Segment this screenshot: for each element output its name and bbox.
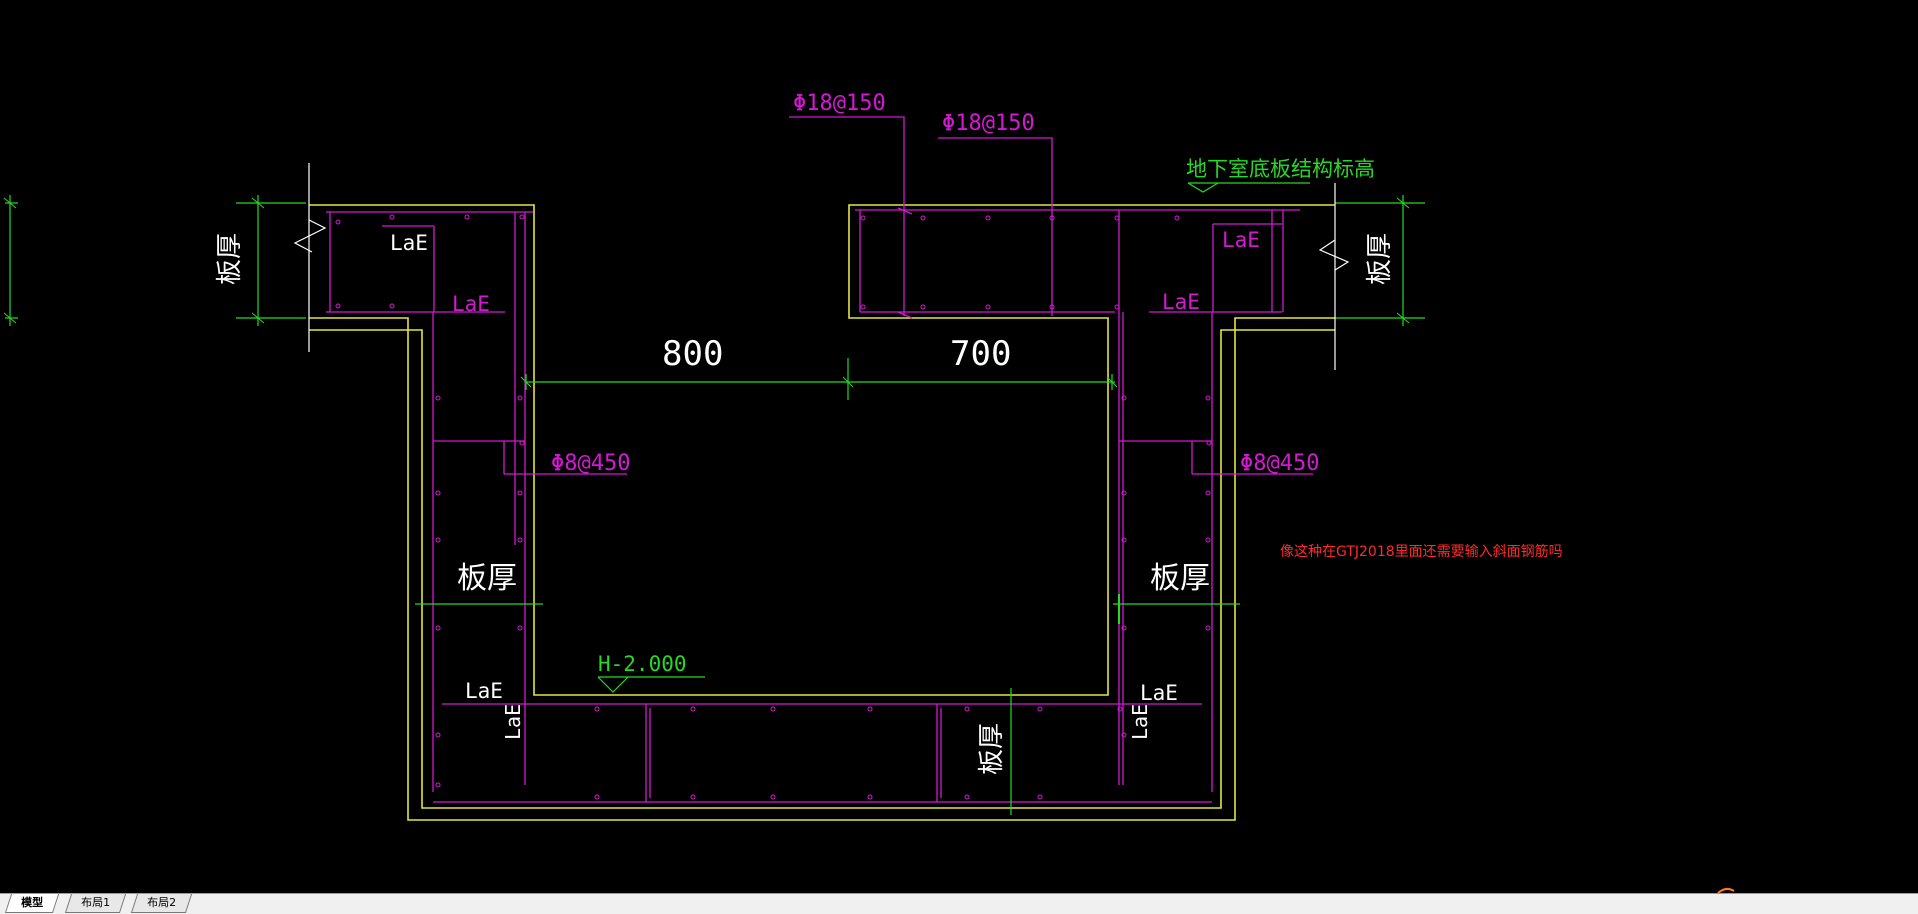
slab-thickness-left-wall: 板厚 — [457, 561, 517, 596]
anchor-label-vertical-right: LaE — [1128, 704, 1152, 740]
stirrup-label-left: Φ8@450 — [551, 451, 630, 476]
tab-layout-2[interactable]: 布局2 — [130, 894, 193, 913]
dimension-700: 700 — [950, 334, 1011, 374]
rebar-dots — [335, 214, 1212, 800]
rebar-label-top-left: Φ18@150 — [793, 91, 886, 116]
anchor-label-4: LaE — [1162, 290, 1200, 314]
cad-drawing-canvas[interactable]: Φ18@150 Φ18@150 地下室底板结构标高 800 700 Φ8@450… — [0, 0, 1918, 893]
dimension-lines — [5, 182, 1425, 815]
slab-thickness-bottom: 板厚 — [977, 723, 1007, 775]
slab-thickness-left-dim: 板厚 — [215, 233, 245, 285]
dimension-ticks — [3, 197, 1410, 388]
anchor-label-5: LaE — [465, 679, 503, 703]
concrete-outline — [309, 204, 1335, 821]
rebar-label-top-right: Φ18@150 — [942, 111, 1035, 136]
dimension-800: 800 — [662, 334, 723, 374]
stirrup-label-right: Φ8@450 — [1240, 451, 1319, 476]
anchor-label-6: LaE — [1140, 681, 1178, 705]
tab-model[interactable]: 模型 — [4, 894, 60, 913]
slab-thickness-right-dim: 板厚 — [1365, 233, 1395, 285]
anchor-label-1: LaE — [390, 231, 428, 255]
anchor-label-2: LaE — [452, 292, 490, 316]
rebar-layout — [326, 116, 1313, 803]
slab-thickness-right-wall: 板厚 — [1150, 561, 1210, 596]
cursor-mark — [1717, 887, 1735, 893]
tab-layout-1[interactable]: 布局1 — [64, 894, 127, 913]
break-lines — [293, 163, 1350, 370]
anchor-label-3: LaE — [1222, 228, 1260, 252]
pit-elevation-label: H-2.000 — [598, 652, 687, 676]
anchor-label-vertical-left: LaE — [501, 704, 525, 740]
elevation-label-basement: 地下室底板结构标高 — [1186, 157, 1375, 181]
layout-tab-bar: 模型 布局1 布局2 — [0, 893, 1918, 914]
annotation-question: 像这种在GTJ2018里面还需要输入斜面钢筋吗 — [1280, 543, 1563, 560]
